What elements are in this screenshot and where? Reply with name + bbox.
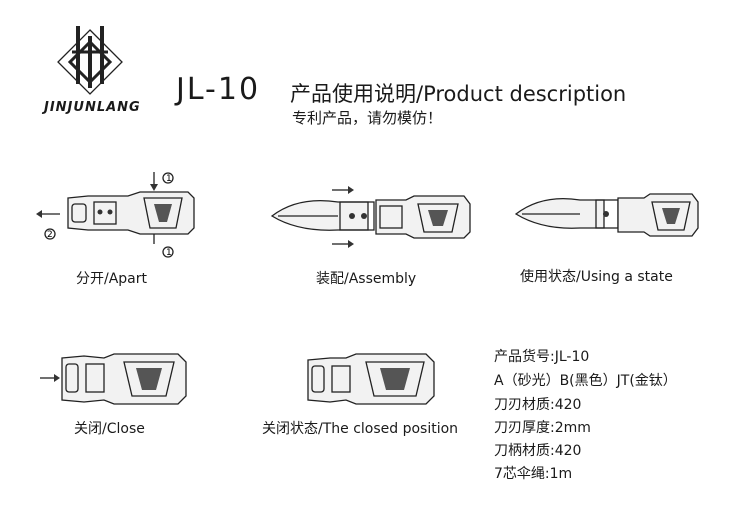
patent-notice: 专利产品，请勿模仿！ bbox=[292, 109, 443, 127]
spec-handle-material: 刀柄材质:420 bbox=[494, 443, 582, 459]
figure-close bbox=[40, 353, 187, 405]
figure-apart: 1 1 2 bbox=[36, 172, 195, 258]
step-mark-2: 2 bbox=[47, 230, 53, 240]
caption-apart: 分开/Apart bbox=[76, 271, 148, 287]
model-title: JL-10 bbox=[176, 72, 261, 107]
page-title: 产品使用说明/Product description bbox=[290, 82, 627, 106]
spec-blade-material: 刀刃材质:420 bbox=[494, 397, 582, 413]
caption-closed-position: 关闭状态/The closed position bbox=[262, 421, 459, 437]
caption-assembly: 装配/Assembly bbox=[316, 271, 417, 287]
caption-close: 关闭/Close bbox=[74, 421, 145, 437]
brand-name: JINJUNLANG bbox=[44, 100, 141, 115]
figure-using bbox=[514, 193, 699, 237]
step-mark-1-bottom: 1 bbox=[166, 248, 172, 258]
brand-logo bbox=[57, 26, 123, 95]
spec-blade-thickness: 刀刃厚度:2mm bbox=[494, 420, 591, 436]
spec-model-number: 产品货号:JL-10 bbox=[494, 349, 590, 365]
spec-paracord: 7芯伞绳:1m bbox=[494, 466, 573, 482]
step-mark-1-top: 1 bbox=[166, 174, 172, 184]
figure-assembly bbox=[270, 186, 471, 248]
caption-using-state: 使用状态/Using a state bbox=[520, 269, 673, 285]
spec-finish-options: A（砂光）B(黑色）JT(金钛） bbox=[494, 373, 677, 389]
figure-closed-position bbox=[307, 353, 435, 405]
